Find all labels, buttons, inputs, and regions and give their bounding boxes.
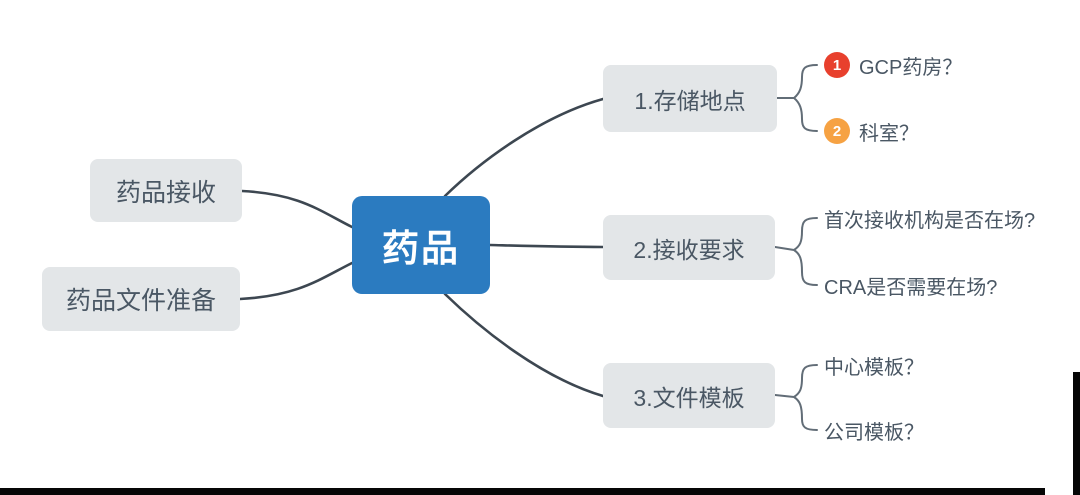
leaf-label: GCP药房？ [859, 56, 963, 79]
root-node-drug[interactable]: 药品 [352, 196, 490, 294]
leaf-label: CRA是否需要在场? [824, 276, 998, 299]
connector-fileprep-to-root [238, 261, 354, 301]
connector-root-to-storage [443, 97, 605, 198]
leaf-label: 科室？ [859, 122, 919, 145]
leaf-label: 中心模板？ [824, 356, 924, 379]
connector-root-to-receiving [488, 243, 605, 249]
leaf-company-template[interactable]: 公司模板？ [824, 417, 924, 444]
brace-receiving-children [774, 217, 818, 286]
leaf-label: 公司模板？ [824, 421, 924, 444]
node-storage-location[interactable]: 1.存储地点 [603, 65, 777, 132]
connector-root-to-templates [443, 292, 605, 398]
node-drug-document-prep[interactable]: 药品文件准备 [42, 267, 240, 331]
leaf-first-receipt-institution-present[interactable]: 首次接收机构是否在场? [824, 205, 1036, 232]
frame-right-bar [1073, 372, 1080, 495]
node-drug-receiving[interactable]: 药品接收 [90, 159, 242, 222]
badge-number-1: 1 [824, 52, 850, 78]
frame-bottom-bar [0, 488, 1045, 495]
node-receiving-requirements[interactable]: 2.接收要求 [603, 215, 775, 280]
brace-storage-children [776, 64, 818, 132]
leaf-gcp-pharmacy[interactable]: 1 GCP药房？ [824, 52, 963, 79]
leaf-label: 首次接收机构是否在场? [824, 209, 1036, 232]
badge-number-2: 2 [824, 118, 850, 144]
leaf-center-template[interactable]: 中心模板？ [824, 352, 924, 379]
connector-receive-to-root [240, 189, 354, 229]
leaf-cra-presence-needed[interactable]: CRA是否需要在场? [824, 272, 998, 299]
brace-templates-children [774, 364, 818, 431]
node-document-templates[interactable]: 3.文件模板 [603, 363, 775, 428]
leaf-department[interactable]: 2 科室？ [824, 118, 919, 145]
